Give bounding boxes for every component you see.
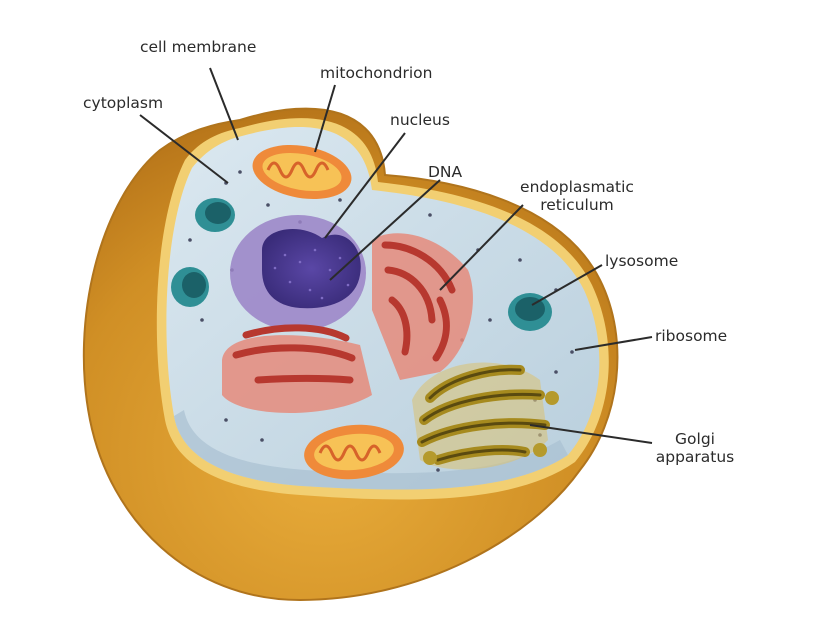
mitochondrion-top — [252, 144, 352, 200]
label-mitochondrion: mitochondrion — [320, 64, 433, 82]
label-ribosome: ribosome — [655, 327, 728, 345]
leader-golgi — [529, 424, 653, 444]
label-golgi-line2: apparatus — [655, 448, 735, 466]
label-nucleus: nucleus — [390, 111, 450, 129]
leader-mitochondrion — [314, 84, 336, 153]
nucleus-shape — [230, 215, 366, 331]
leader-er — [439, 204, 524, 291]
dna-speckles — [273, 248, 350, 300]
endoplasmic-reticulum — [222, 233, 473, 414]
golgi-apparatus — [412, 362, 559, 470]
leader-dna — [329, 179, 441, 281]
leader-lines — [139, 67, 653, 444]
mitochondrion-bottom — [304, 424, 404, 480]
label-endoplasmatic-reticulum: endoplasmatic reticulum — [512, 178, 642, 214]
label-cytoplasm: cytoplasm — [83, 94, 164, 112]
label-er-line1: endoplasmatic — [520, 178, 634, 196]
lysosome-right — [508, 293, 552, 331]
label-dna: DNA — [428, 163, 463, 181]
label-cell-membrane: cell membrane — [140, 38, 257, 56]
label-golgi-apparatus: Golgi apparatus — [645, 430, 745, 466]
leader-nucleus — [324, 132, 406, 239]
leader-lysosome — [531, 264, 603, 306]
cytoplasm-ledge — [174, 410, 568, 490]
label-golgi-line1: Golgi — [675, 430, 715, 448]
leader-cell-membrane — [209, 67, 239, 141]
label-er-line2: reticulum — [540, 196, 614, 214]
leader-cytoplasm — [139, 114, 229, 184]
leader-ribosome — [574, 336, 653, 351]
label-lysosome: lysosome — [605, 252, 679, 270]
lysosome-left — [171, 267, 209, 307]
lysosome-top — [195, 198, 235, 232]
